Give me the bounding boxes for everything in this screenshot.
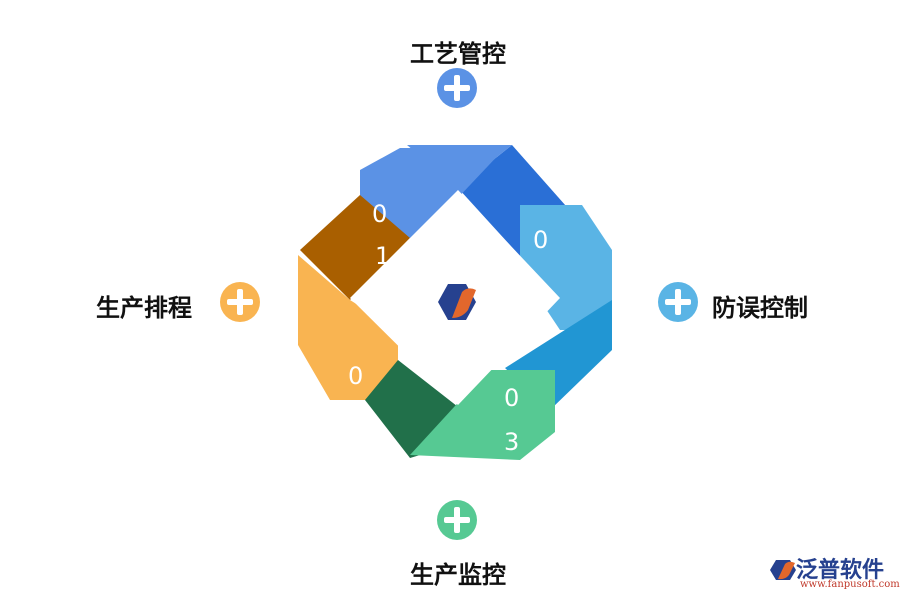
step-number-01-digit-2: 1 bbox=[375, 242, 391, 270]
cycle-arrow-04 bbox=[298, 255, 398, 400]
brand-watermark: 泛普软件 www.fanpusoft.com bbox=[770, 552, 900, 592]
node-label-left: 生产排程 bbox=[96, 294, 192, 322]
plus-icon-right[interactable] bbox=[658, 282, 698, 322]
node-label-right: 防误控制 bbox=[712, 294, 808, 322]
step-number-03-digit-1: 0 bbox=[504, 384, 520, 412]
brand-url: www.fanpusoft.com bbox=[800, 579, 900, 590]
cycle-arm-left-top bbox=[300, 195, 410, 300]
brand-name: 泛普软件 bbox=[796, 558, 885, 583]
cycle-arrow-01 bbox=[360, 148, 505, 238]
cycle-arrow-03 bbox=[410, 370, 555, 460]
step-number-03-digit-2: 3 bbox=[504, 428, 520, 456]
step-number-04-digit-1: 0 bbox=[348, 362, 364, 390]
plus-icon-top[interactable] bbox=[437, 68, 477, 108]
plus-icon-bottom[interactable] bbox=[437, 500, 477, 540]
plus-icon-left[interactable] bbox=[220, 282, 260, 322]
node-label-top: 工艺管控 bbox=[410, 40, 506, 68]
step-number-02-digit-1: 0 bbox=[533, 226, 549, 254]
brand-logo-icon bbox=[770, 560, 796, 580]
step-number-01-digit-1: 0 bbox=[372, 200, 388, 228]
center-logo-icon bbox=[438, 284, 476, 320]
node-label-bottom: 生产监控 bbox=[410, 561, 506, 589]
